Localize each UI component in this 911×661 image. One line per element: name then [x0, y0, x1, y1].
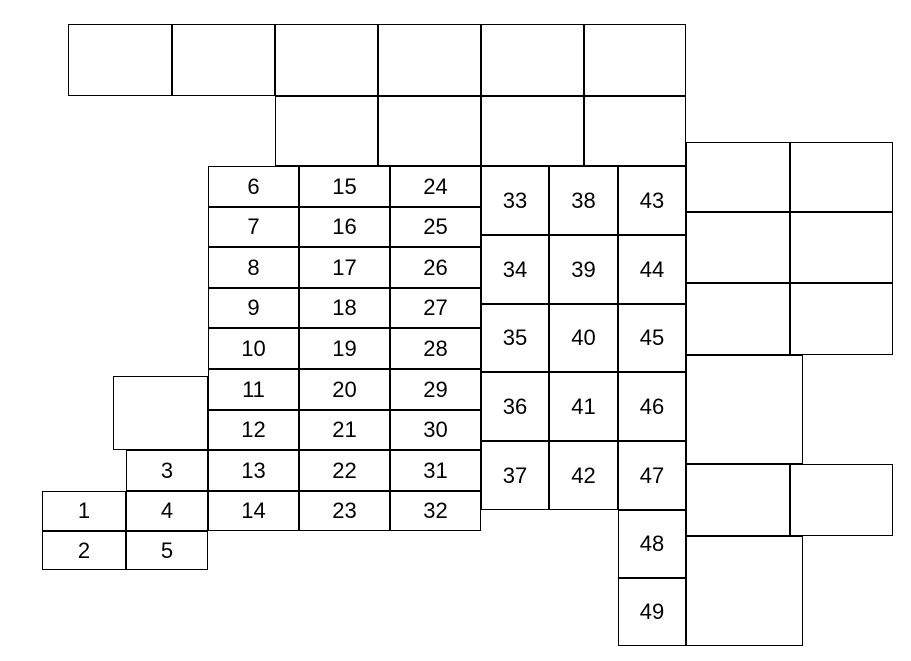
top-row-empty-cell [378, 24, 481, 96]
cell-10: 10 [208, 328, 299, 369]
cell-21: 21 [299, 410, 390, 450]
cell-26: 26 [390, 247, 481, 288]
cell-11: 11 [208, 369, 299, 410]
cell-39: 39 [549, 235, 618, 304]
cell-43: 43 [618, 166, 686, 235]
lower-right-block-empty-cell [686, 464, 790, 536]
top-row-empty-cell [68, 24, 172, 96]
cell-15: 15 [299, 166, 390, 207]
cell-27: 27 [390, 288, 481, 328]
lower-right-block-empty-cell [790, 464, 893, 536]
cell-44: 44 [618, 235, 686, 304]
lower-right-block-empty-cell [686, 536, 803, 646]
upper-right-grid-empty-cell [686, 212, 790, 283]
cell-1: 1 [42, 491, 126, 531]
lower-right-block-empty-cell [686, 355, 803, 464]
cell-34: 34 [481, 235, 549, 304]
cell-33: 33 [481, 166, 549, 235]
cell-47: 47 [618, 441, 686, 510]
cell-7: 7 [208, 207, 299, 247]
cell-45: 45 [618, 304, 686, 372]
top-row-empty-cell [172, 24, 275, 96]
cell-40: 40 [549, 304, 618, 372]
upper-right-grid-empty-cell [686, 283, 790, 355]
cell-17: 17 [299, 247, 390, 288]
cell-49: 49 [618, 578, 686, 646]
cell-36: 36 [481, 372, 549, 441]
cell-29: 29 [390, 369, 481, 410]
cell-38: 38 [549, 166, 618, 235]
top-row-empty-cell [275, 24, 378, 96]
upper-right-grid-empty-cell [790, 212, 893, 283]
cell-8: 8 [208, 247, 299, 288]
cell-4: 4 [126, 491, 208, 531]
cell-28: 28 [390, 328, 481, 369]
second-row-empty-cell [481, 96, 584, 166]
cell-32: 32 [390, 491, 481, 531]
second-row-empty-cell [378, 96, 481, 166]
cell-2: 2 [42, 531, 126, 570]
cell-46: 46 [618, 372, 686, 441]
cell-24: 24 [390, 166, 481, 207]
cell-25: 25 [390, 207, 481, 247]
cell-37: 37 [481, 441, 549, 510]
cell-16: 16 [299, 207, 390, 247]
cell-18: 18 [299, 288, 390, 328]
bottom-left-block-empty-cell [113, 376, 208, 450]
second-row-empty-cell [275, 96, 378, 166]
cell-12: 12 [208, 410, 299, 450]
cell-35: 35 [481, 304, 549, 372]
cell-3: 3 [126, 450, 208, 491]
cell-14: 14 [208, 491, 299, 531]
cell-22: 22 [299, 450, 390, 491]
cell-5: 5 [126, 531, 208, 570]
cell-48: 48 [618, 510, 686, 578]
upper-right-grid-empty-cell [790, 142, 893, 212]
cell-30: 30 [390, 410, 481, 450]
cell-13: 13 [208, 450, 299, 491]
cell-19: 19 [299, 328, 390, 369]
cell-6: 6 [208, 166, 299, 207]
cell-42: 42 [549, 441, 618, 510]
cell-23: 23 [299, 491, 390, 531]
upper-right-grid-empty-cell [790, 283, 893, 355]
upper-right-grid-empty-cell [686, 142, 790, 212]
second-row-empty-cell [584, 96, 686, 166]
top-row-empty-cell [481, 24, 584, 96]
cell-20: 20 [299, 369, 390, 410]
top-row-empty-cell [584, 24, 686, 96]
cell-41: 41 [549, 372, 618, 441]
cell-9: 9 [208, 288, 299, 328]
cell-31: 31 [390, 450, 481, 491]
